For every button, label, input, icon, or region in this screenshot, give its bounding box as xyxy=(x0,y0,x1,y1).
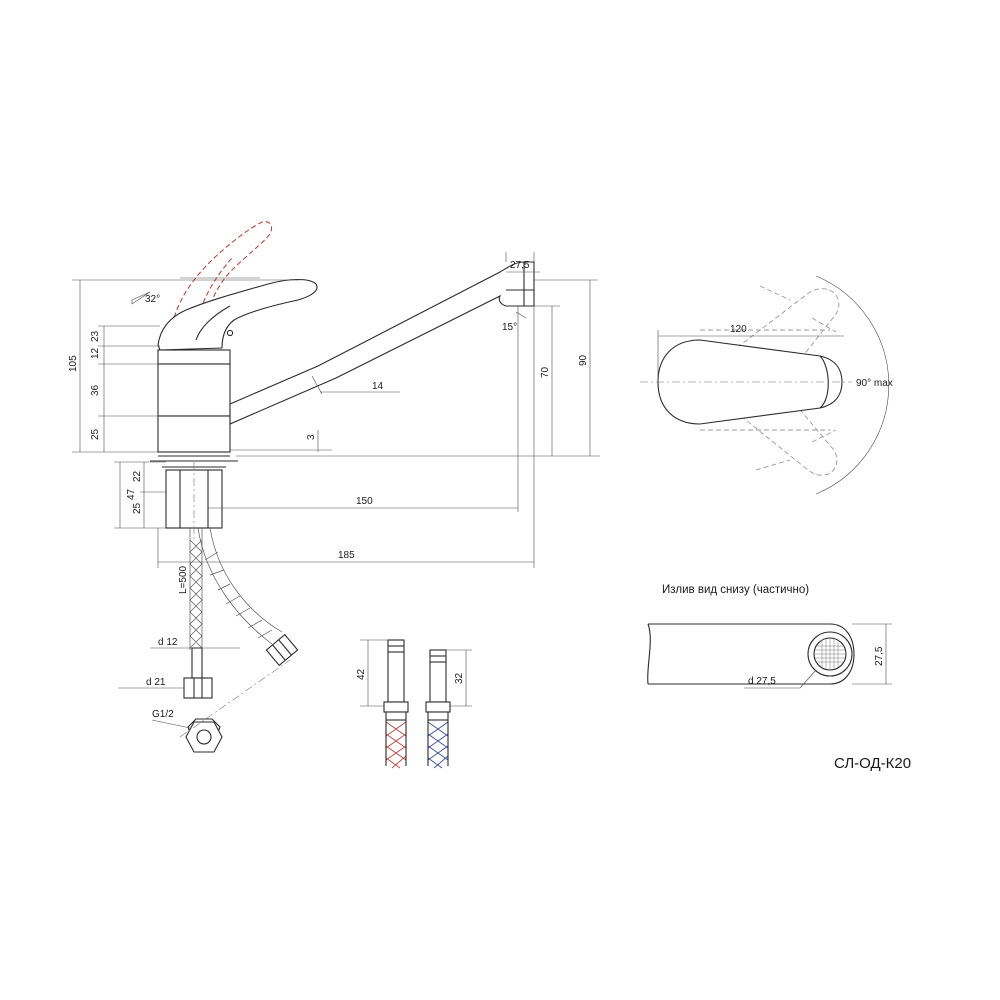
bottom-view-caption: Излив вид снизу (частично) xyxy=(662,584,809,596)
spout-bottom-outline xyxy=(648,623,855,685)
dim-fitting-42: 42 xyxy=(356,668,367,680)
dim-spout-tip: 27,5 xyxy=(510,260,530,271)
dim-handle-length: 120 xyxy=(730,324,747,335)
hot-fitting xyxy=(387,639,405,703)
hose-right-fitting xyxy=(265,633,299,667)
dim-outlet-height: 70 xyxy=(540,366,551,378)
hose-fittings-detail: 42 32 xyxy=(356,639,472,769)
model-code: СЛ-ОД-К20 xyxy=(834,755,911,772)
dim-mount-47: 47 xyxy=(126,488,137,500)
dim-hose-d21: d 21 xyxy=(146,677,166,688)
dim-base-gap: 3 xyxy=(306,434,317,440)
dim-spout-thickness: 14 xyxy=(372,381,384,392)
handle-raised-ghost xyxy=(171,221,273,326)
faucet-side-view: 32° xyxy=(131,221,535,753)
cold-fitting xyxy=(429,649,447,703)
faucet-cap xyxy=(157,349,231,365)
dim-reach-150: 150 xyxy=(356,496,373,507)
dim-hose-d12: d 12 xyxy=(158,637,178,648)
aerator-mesh xyxy=(814,638,846,670)
hot-braid xyxy=(385,721,407,769)
dim-reach-185: 185 xyxy=(338,550,355,561)
cold-braid xyxy=(427,721,449,769)
hose-right xyxy=(197,527,273,645)
dim-body-25: 25 xyxy=(90,428,101,440)
spout-angle-label: 15° xyxy=(502,322,517,333)
rotation-label: 90° max xyxy=(856,378,893,389)
dim-body-36: 36 xyxy=(90,384,101,396)
faucet-body xyxy=(157,363,231,417)
dim-total-height: 105 xyxy=(68,355,79,372)
dim-mount-22: 22 xyxy=(132,470,143,482)
thread-label: G1/2 xyxy=(152,709,174,720)
side-view-dimensions: 105 23 12 36 25 47 22 25 27,5 15° 14 xyxy=(68,252,600,729)
dim-fitting-32: 32 xyxy=(454,672,465,684)
handle-angle-label: 32° xyxy=(145,294,160,305)
dim-handle-23: 23 xyxy=(90,330,101,342)
handle-top-view: 120 90° max xyxy=(640,275,893,495)
dim-spout-height: 90 xyxy=(578,354,589,366)
handle-lever xyxy=(157,278,318,351)
dim-aerator-diameter: d 27,5 xyxy=(748,676,776,687)
dim-hose-length: L=500 xyxy=(178,565,189,594)
faucet-base xyxy=(157,415,231,453)
dim-mount-25: 25 xyxy=(132,502,143,514)
handle-top-shape xyxy=(657,339,843,425)
dim-handle-12: 12 xyxy=(90,347,101,359)
hose-left-fitting xyxy=(183,677,213,699)
spout-bottom-view: Излив вид снизу (частично) 27,5 d 27,5 xyxy=(647,584,892,689)
dim-aerator-height: 27,5 xyxy=(874,646,885,666)
